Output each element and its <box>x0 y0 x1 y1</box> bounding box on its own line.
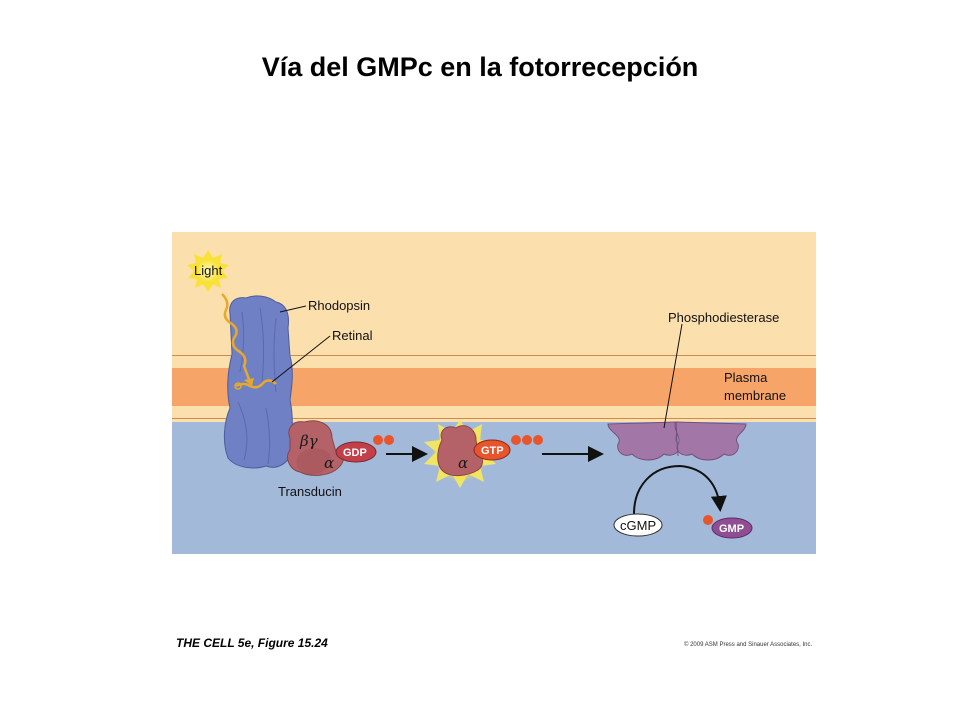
phototransduction-diagram: Light Rhodopsin Retinal βγ α GDP Transdu… <box>172 232 816 554</box>
light-label: Light <box>194 263 223 278</box>
cgmp-pill <box>613 513 663 537</box>
slide-title: Vía del GMPc en la fotorrecepción <box>261 52 699 82</box>
transducin-alpha-active-icon <box>437 425 483 477</box>
plasma-membrane-label-2: membrane <box>724 388 786 403</box>
phosphate-icon <box>533 435 543 445</box>
alpha-active-label: α <box>458 454 468 472</box>
figure-caption: THE CELL 5e, Figure 15.24 <box>176 636 328 650</box>
retinal-chromophore-icon <box>235 379 277 389</box>
transducin-label: Transducin <box>278 484 342 499</box>
transducin-inactive-icon <box>287 420 344 476</box>
light-burst-icon <box>187 250 229 292</box>
gtp-pill <box>473 439 511 461</box>
retinal-leader <box>271 335 331 383</box>
phosphodiesterase-leader <box>663 323 683 429</box>
hydrolysis-arrow-icon <box>633 464 727 515</box>
phosphate-icon <box>373 435 383 445</box>
beta-gamma-label: βγ <box>299 432 318 450</box>
phosphodiesterase-label: Phosphodiesterase <box>668 310 779 325</box>
plasma-membrane-label-1: Plasma <box>724 370 768 385</box>
rhodopsin-leader <box>279 305 307 313</box>
phosphodiesterase-icon <box>607 421 747 461</box>
gtp-label: GTP <box>481 445 504 457</box>
cgmp-label: cGMP <box>620 518 656 533</box>
rhodopsin-icon <box>223 295 293 469</box>
rhodopsin-label: Rhodopsin <box>308 298 370 313</box>
gmp-pill <box>711 517 753 539</box>
phosphate-icon <box>384 435 394 445</box>
alpha-label: α <box>324 454 334 472</box>
phosphate-icon <box>522 435 532 445</box>
light-ray-icon <box>221 293 252 383</box>
phosphate-icon <box>703 515 713 525</box>
copyright-notice: © 2009 ASM Press and Sinauer Associates,… <box>684 642 813 648</box>
gdp-label: GDP <box>343 447 367 459</box>
diagram-canvas: Light Rhodopsin Retinal βγ α GDP Transdu… <box>172 232 816 554</box>
gdp-pill <box>335 441 377 463</box>
retinal-label: Retinal <box>332 328 373 343</box>
gmp-label: GMP <box>719 523 744 535</box>
phosphate-icon <box>511 435 521 445</box>
